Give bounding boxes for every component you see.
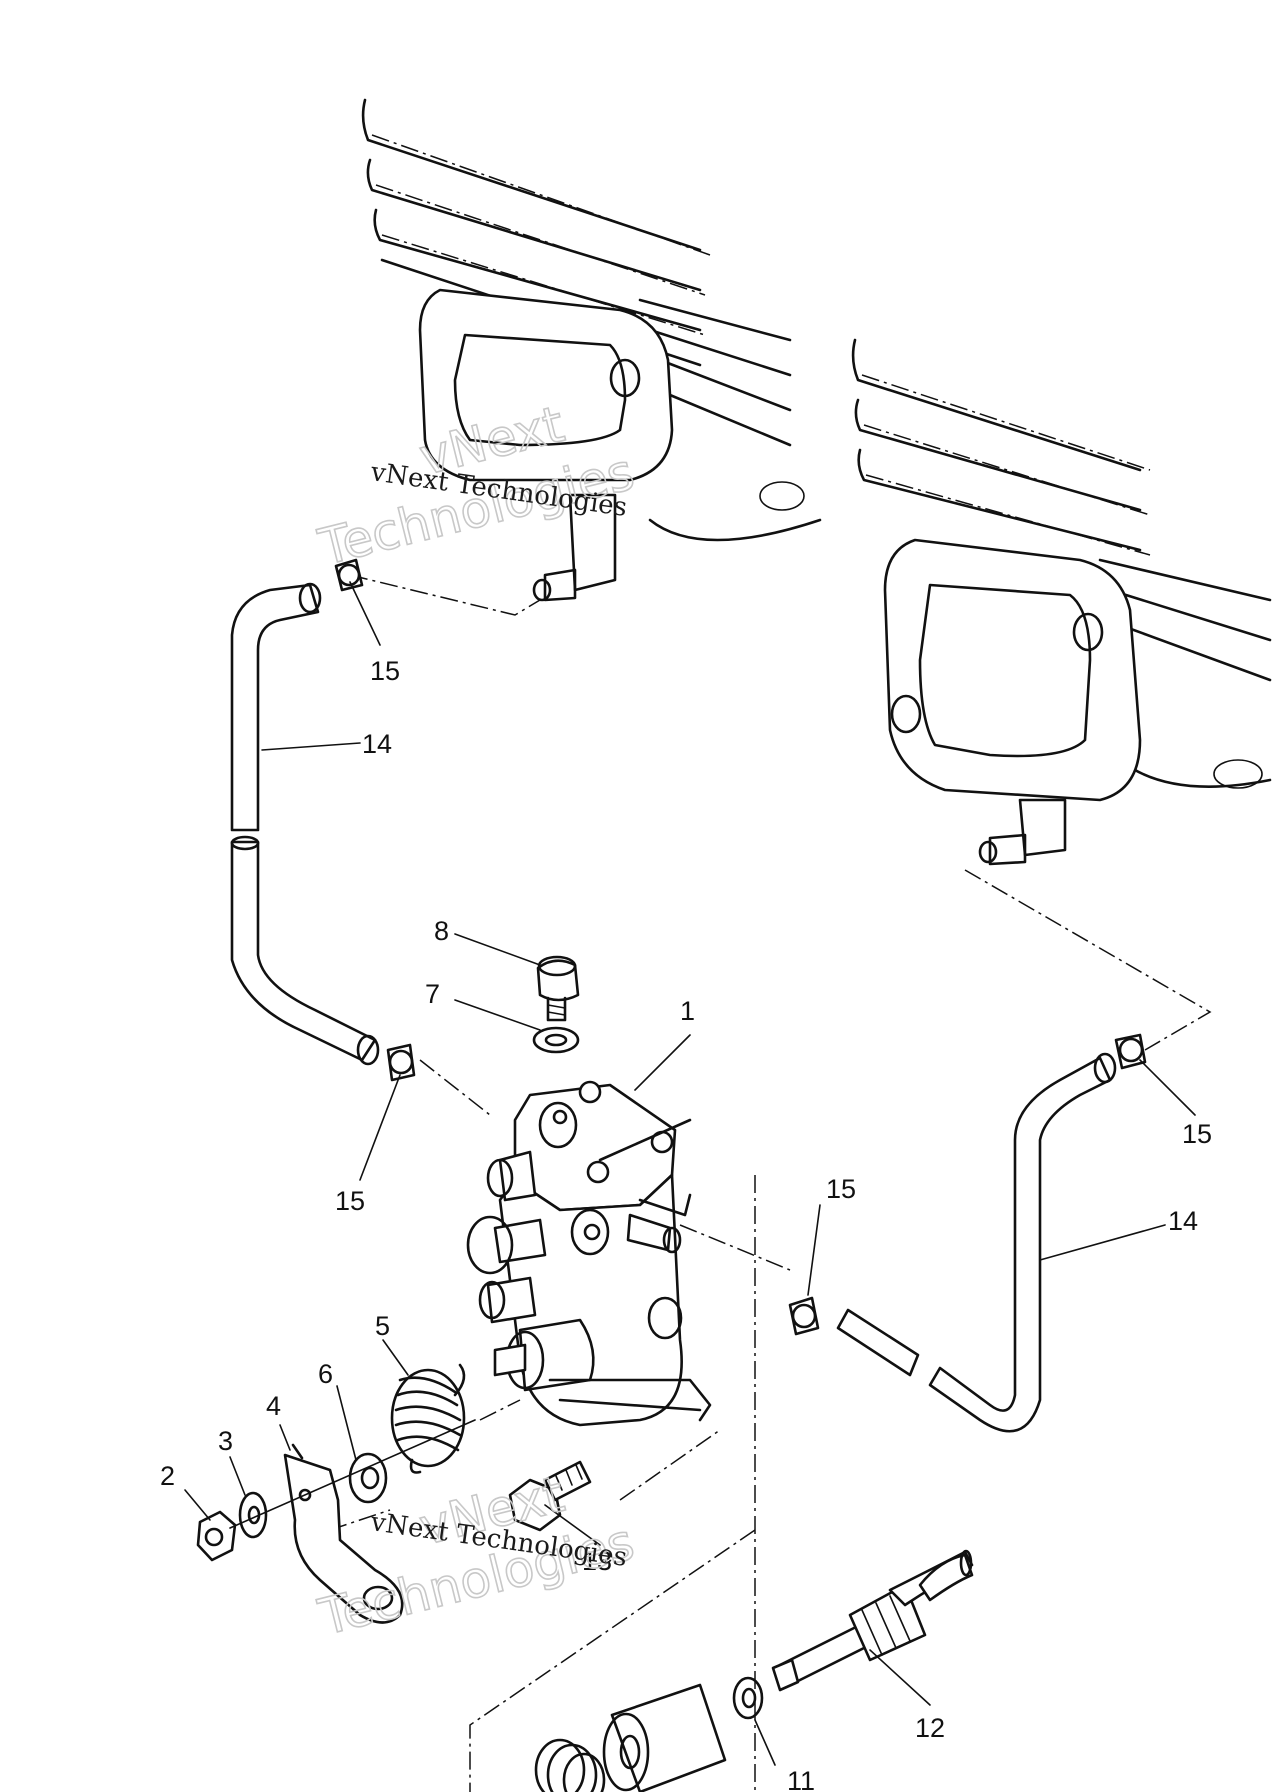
nut-2	[196, 1510, 237, 1562]
watermark-bottom: vNext Technologies vNext Technologies	[312, 1464, 640, 1647]
callouts: 8 7 1 5 6 4 3 2 14 14 15 15 15 15 13 12 …	[160, 656, 1212, 1792]
callout-15-top-left: 15	[370, 656, 400, 686]
washer-3	[238, 1491, 268, 1539]
hose-right	[836, 1052, 1117, 1433]
washer-11	[732, 1676, 764, 1720]
spring-5	[390, 1363, 466, 1474]
callout-15-lower-right: 15	[826, 1174, 856, 1204]
oil-pump-body	[466, 1080, 712, 1427]
assembly-axis	[229, 1419, 476, 1529]
leader-lines	[184, 581, 1196, 1766]
lever-4	[283, 1443, 404, 1624]
hose-left	[230, 582, 380, 1066]
routing-lines	[299, 574, 1212, 1792]
callout-12: 12	[915, 1713, 945, 1743]
callout-3: 3	[218, 1426, 233, 1456]
cylinder-right	[851, 338, 1272, 866]
shaft-12	[771, 1549, 974, 1692]
callout-2: 2	[160, 1461, 175, 1491]
callout-13: 13	[582, 1546, 612, 1576]
callout-15-middle-left: 15	[335, 1186, 365, 1216]
callout-15-right: 15	[1182, 1119, 1212, 1149]
callout-7: 8	[434, 916, 449, 946]
callout-11: 11	[787, 1766, 815, 1792]
bolt-7	[536, 955, 580, 1022]
bushing	[602, 1683, 727, 1792]
washer-6	[348, 1452, 388, 1504]
cylinder-left	[361, 98, 822, 602]
callout-14-left: 14	[362, 729, 392, 759]
gear-bottom	[534, 1738, 606, 1792]
clamp-15-top-left	[334, 558, 364, 592]
callout-14-right: 14	[1168, 1206, 1198, 1236]
callout-8: 7	[425, 979, 440, 1009]
callout-4: 4	[266, 1391, 281, 1421]
callout-6: 6	[318, 1359, 333, 1389]
clamp-15-lower-right	[788, 1296, 820, 1336]
clamp-15-middle-left	[386, 1043, 416, 1082]
callout-1: 1	[680, 996, 695, 1026]
washer-8	[532, 1026, 580, 1054]
callout-5: 5	[375, 1311, 390, 1341]
clamp-15-right	[1114, 1033, 1147, 1070]
